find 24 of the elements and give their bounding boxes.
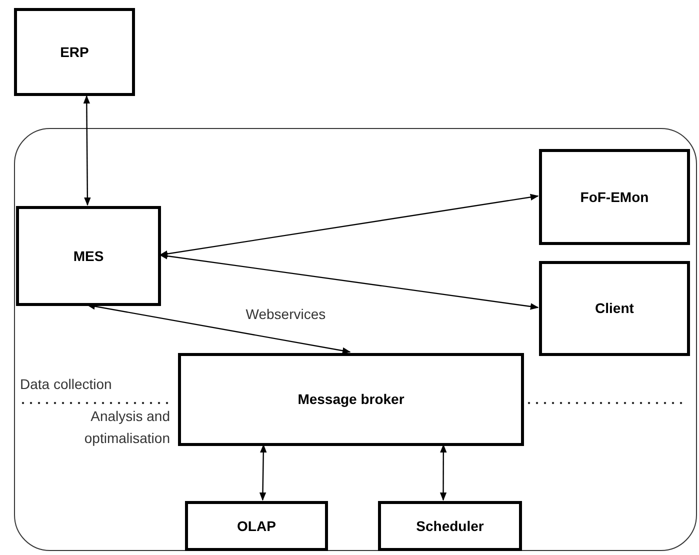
arrow <box>159 252 539 310</box>
component-label: ERP <box>60 42 89 62</box>
component-box <box>14 8 135 96</box>
arrow <box>259 444 267 501</box>
zone-label: Analysis and optimalisation <box>83 407 170 448</box>
arrow <box>440 444 447 501</box>
component-box <box>539 149 690 245</box>
component-label: Client <box>595 299 634 318</box>
component-box <box>185 501 328 551</box>
arrow <box>159 194 539 258</box>
system-boundary <box>14 128 697 551</box>
component-box <box>178 353 524 446</box>
edge-label: Webservices <box>244 306 328 320</box>
component-label: OLAP <box>237 516 276 536</box>
component-box <box>539 261 690 356</box>
arrow <box>86 303 351 354</box>
arrow <box>83 95 91 206</box>
component-box <box>378 501 522 551</box>
zone-label: Data collection <box>20 375 112 394</box>
component-box <box>16 206 161 306</box>
component-label: Message broker <box>298 390 404 409</box>
component-label: Scheduler <box>416 516 484 536</box>
component-label: MES <box>73 246 104 266</box>
component-label: FoF-EMon <box>580 188 649 206</box>
